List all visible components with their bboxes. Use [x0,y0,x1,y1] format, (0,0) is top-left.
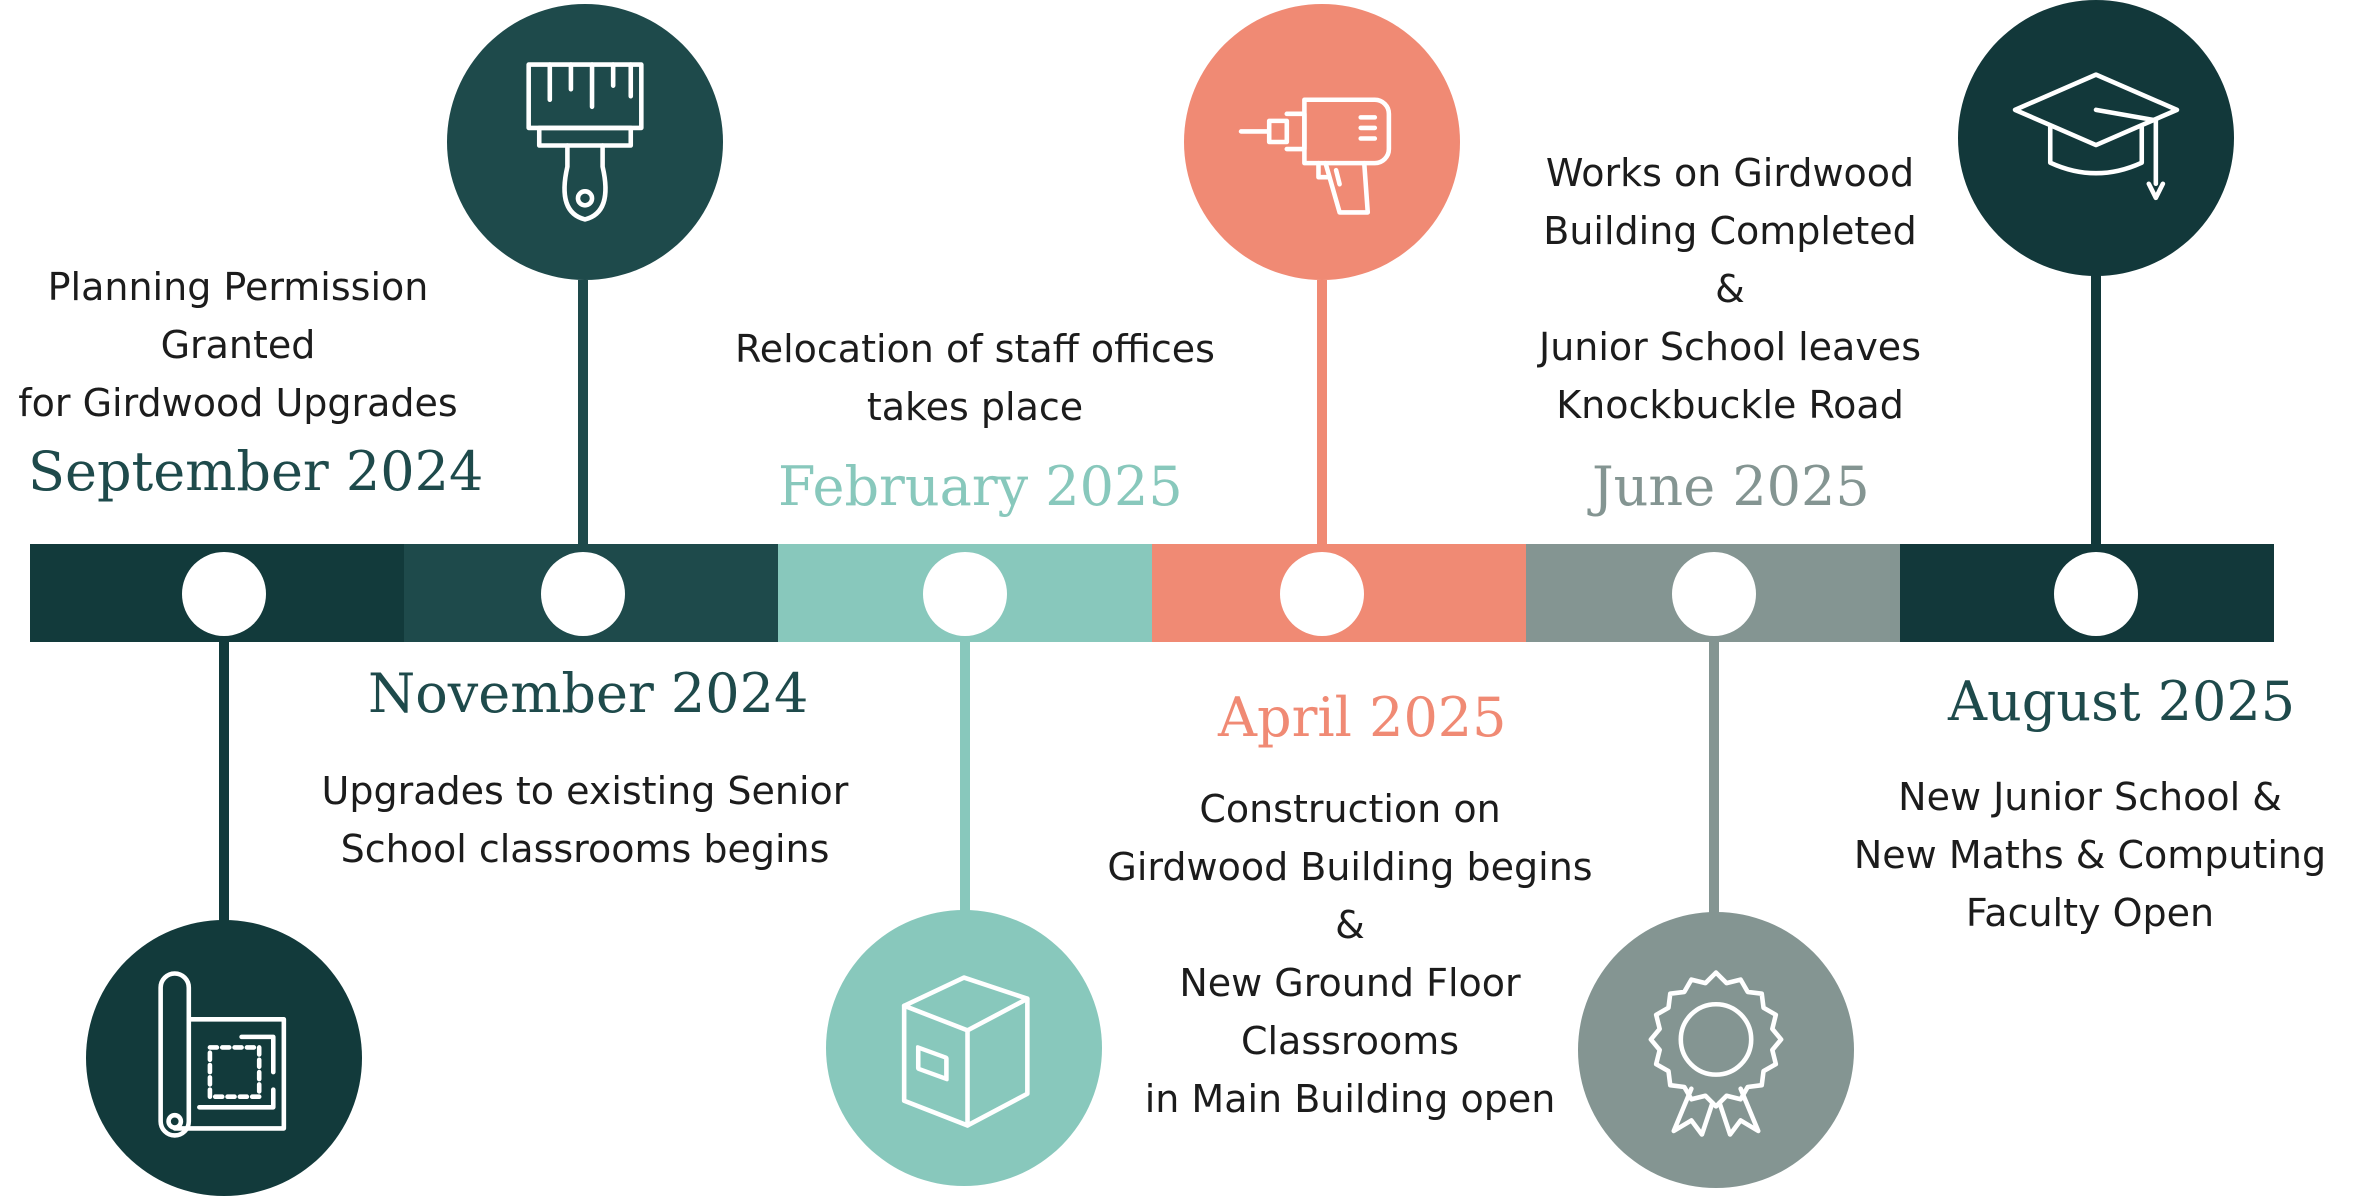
description-line: Girdwood Building begins [1107,845,1593,889]
paint-brush-icon [526,62,644,222]
description-line: New Maths & Computing [1853,833,2327,877]
milestone-1-icon-circle [86,920,362,1196]
drill-icon [1238,97,1392,215]
timeline-dot-5 [1672,552,1756,636]
milestone-2-date: November 2024 [368,662,809,725]
description-line: Knockbuckle Road [1556,383,1904,427]
timeline-dot-6 [2054,552,2138,636]
milestone-4-date: April 2025 [1218,686,1507,749]
description-line: Junior School leaves [1538,325,1921,369]
description-line: Upgrades to existing Senior [321,769,849,813]
timeline-dot-4 [1280,552,1364,636]
description-line: for Girdwood Upgrades [18,381,458,425]
milestone-2-description: Upgrades to existing Senior School class… [290,762,880,878]
description-line: in Main Building open [1144,1077,1556,1121]
timeline-dot-3 [923,552,1007,636]
description-line: Classrooms [1240,1019,1460,1063]
stem-2 [578,280,588,544]
milestone-3-description: Relocation of staff offices takes place [700,320,1250,436]
milestone-3-icon-circle [826,910,1102,1186]
award-rosette-icon [1648,970,1784,1137]
description-line: & [1715,267,1745,311]
stem-5 [1709,642,1719,922]
milestone-6-icon-circle [1958,0,2234,276]
graduation-cap-icon [2012,72,2180,201]
description-line: Granted [160,323,316,367]
milestone-4-icon-circle [1184,4,1460,280]
description-line: takes place [866,385,1084,429]
milestone-6-date: August 2025 [1948,670,2296,733]
description-line: Construction on [1199,787,1501,831]
milestone-2-icon-circle [447,4,723,280]
description-line: Planning Permission [47,265,429,309]
timeline-dot-2 [541,552,625,636]
milestone-1-description: Planning Permission Granted for Girdwood… [0,258,476,432]
milestone-6-description: New Junior School & New Maths & Computin… [1830,768,2350,942]
milestone-4-description: Construction on Girdwood Building begins… [1070,780,1630,1128]
milestone-5-date: June 2025 [1592,455,1870,518]
stem-1 [219,642,229,924]
description-line: Relocation of staff offices [735,327,1215,371]
blueprint-icon [158,971,287,1138]
description-line: School classrooms begins [340,827,830,871]
milestone-1-date: September 2024 [28,440,484,503]
description-line: New Junior School & [1898,775,2282,819]
description-line: New Ground Floor [1179,961,1521,1005]
description-line: Building Completed [1543,209,1917,253]
stem-3 [960,642,970,912]
box-icon [901,975,1030,1128]
description-line: Faculty Open [1965,891,2215,935]
stem-6 [2091,270,2101,544]
stem-4 [1317,280,1327,544]
milestone-3-date: February 2025 [778,455,1183,518]
milestone-5-description: Works on Girdwood Building Completed & J… [1470,144,1990,434]
milestone-5-icon-circle [1578,912,1854,1188]
description-line: Works on Girdwood [1545,151,1915,195]
description-line: & [1335,903,1365,947]
timeline-dot-1 [182,552,266,636]
